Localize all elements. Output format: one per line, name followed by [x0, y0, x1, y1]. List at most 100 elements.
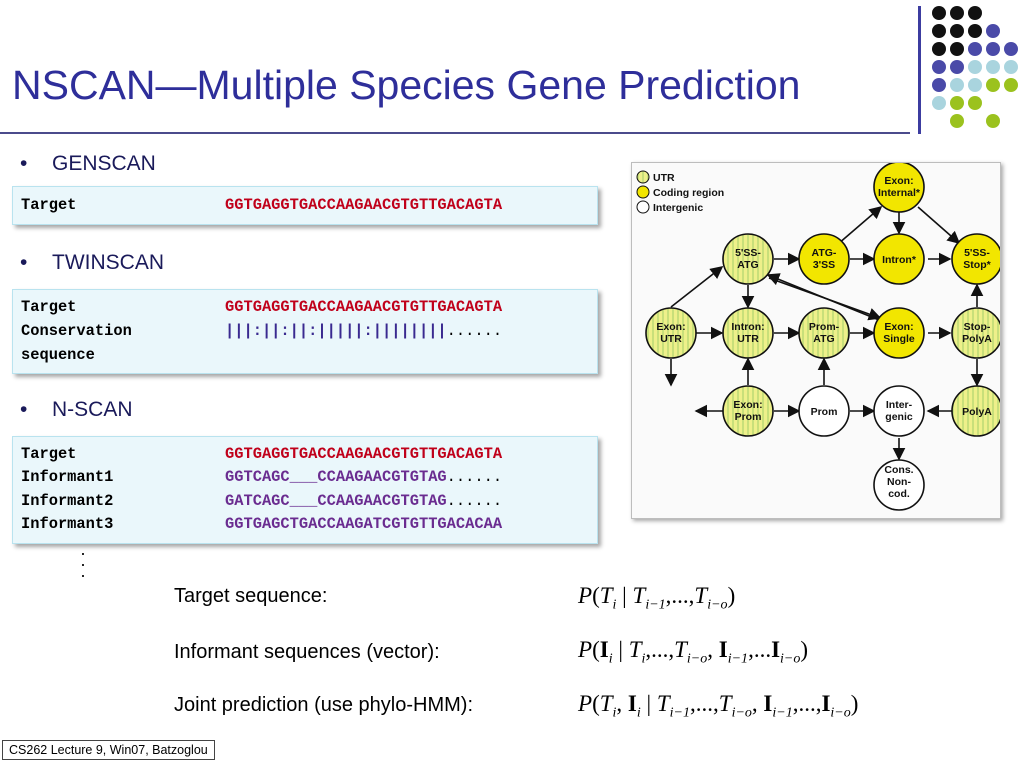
informant1-sequence: GGTCAGC___CCAAGAACGTGTAG...... — [225, 468, 502, 486]
equation-label: Informant sequences (vector): — [174, 641, 440, 663]
dot — [1004, 78, 1018, 92]
dot — [932, 60, 946, 74]
nscan-sequence-box: Target GGTGAGGTGACCAAGAACGTGTTGACAGTA In… — [12, 436, 598, 544]
state-exon-utr: Exon: UTR — [645, 307, 697, 359]
dot — [986, 24, 1000, 38]
node-label: Stop* — [963, 259, 991, 271]
node-label: Prom — [735, 411, 762, 423]
row-label: Target — [21, 196, 77, 214]
state-prom-atg: Prom- ATG — [798, 307, 850, 359]
equation-label: Target sequence: — [174, 585, 328, 607]
node-label: Prom- — [809, 321, 840, 333]
dot — [968, 96, 982, 110]
state-intergenic: Inter- genic — [873, 385, 925, 437]
page-title: NSCAN—Multiple Species Gene Prediction — [12, 62, 801, 108]
node-label: Intron* — [882, 254, 917, 266]
sequence-tail: ...... — [446, 322, 503, 340]
bullet-nscan: •N-SCAN — [20, 398, 133, 421]
state-diagram-svg: UTR Coding region Intergenic Exon: Inter… — [636, 161, 1003, 511]
node-label: Exon: — [656, 321, 685, 333]
legend: UTR Coding region Intergenic — [636, 170, 724, 214]
node-label: cod. — [888, 488, 910, 500]
node-label: 5'SS- — [964, 247, 990, 259]
dot — [986, 60, 1000, 74]
legend-utr: UTR — [653, 172, 675, 184]
informant3-sequence: GGTGAGCTGACCAAGATCGTGTTGACACAA — [225, 515, 503, 533]
node-label: ATG — [737, 259, 758, 271]
node-label: Exon: — [733, 399, 762, 411]
sequence-tail: ...... — [446, 492, 503, 510]
bullet-label: TWINSCAN — [52, 251, 164, 274]
dot — [932, 6, 946, 20]
informant2-sequence: GATCAGC___CCAAGAACGTGTAG...... — [225, 492, 502, 510]
informant-seq: GATCAGC___CCAAGAACGTGTAG — [225, 492, 447, 510]
dot — [932, 78, 946, 92]
dot — [986, 114, 1000, 128]
row-label: sequence — [21, 346, 95, 364]
state-intron-utr: Intron: UTR — [722, 307, 774, 359]
node-label: Internal* — [878, 187, 921, 199]
formula-joint: P(Ti, Ii | Ti−1,...,Ti−o, Ii−1,...,Ii−o) — [578, 691, 859, 721]
dot — [968, 42, 982, 56]
twinscan-sequence-box: Target GGTGAGGTGACCAAGAACGTGTTGACAGTA Co… — [12, 289, 598, 374]
node-label: Intron: — [731, 321, 764, 333]
row-label: Informant2 — [21, 492, 114, 510]
formula-informant: P(Ii | Ti,...,Ti−o, Ii−1,...Ii−o) — [578, 637, 809, 667]
state-stop-polya: Stop- PolyA — [951, 307, 1003, 359]
node-label: Non- — [887, 476, 911, 488]
node-label: Single — [883, 333, 915, 345]
continuation-dots: ··· — [80, 543, 86, 585]
dot — [986, 78, 1000, 92]
row-label: Informant3 — [21, 515, 114, 533]
node-label: Cons. — [884, 464, 913, 476]
node-label: UTR — [660, 333, 682, 345]
dot — [932, 24, 946, 38]
node-label: Exon: — [884, 175, 913, 187]
node-label: 5'SS- — [735, 247, 761, 259]
informant-seq: GGTCAGC___CCAAGAACGTGTAG — [225, 468, 447, 486]
state-exon-single: Exon: Single — [873, 307, 925, 359]
dot — [968, 24, 982, 38]
node-label: 3'SS — [813, 259, 835, 271]
dot — [950, 60, 964, 74]
node-label: Inter- — [886, 399, 913, 411]
title-divider — [0, 132, 910, 134]
node-label: genic — [885, 411, 913, 423]
node-label: UTR — [737, 333, 759, 345]
dot — [950, 78, 964, 92]
state-prom: Prom — [798, 385, 850, 437]
conservation-sequence: |||:||:||:|||||:||||||||...... — [225, 322, 502, 340]
state-exon-internal: Exon: Internal* — [873, 161, 925, 213]
row-label: Conservation — [21, 322, 132, 340]
state-polya: PolyA — [951, 385, 1003, 437]
dot — [968, 78, 982, 92]
row-label: Target — [21, 445, 77, 463]
dot — [950, 6, 964, 20]
bullet-label: GENSCAN — [52, 152, 156, 175]
dot — [1004, 42, 1018, 56]
legend-coding-region: Coding region — [653, 187, 724, 199]
node-label: ATG- — [812, 247, 837, 259]
target-sequence: GGTGAGGTGACCAAGAACGTGTTGACAGTA — [225, 196, 503, 214]
state-intron: Intron* — [873, 233, 925, 285]
dot — [932, 42, 946, 56]
bullet-twinscan: •TWINSCAN — [20, 251, 164, 274]
footer-citation: CS262 Lecture 9, Win07, Batzoglou — [2, 740, 215, 760]
dot — [986, 42, 1000, 56]
nscan-state-diagram: UTR Coding region Intergenic Exon: Inter… — [631, 161, 1003, 519]
vertical-accent-line — [918, 6, 921, 134]
state-atg-3ss: ATG- 3'SS — [798, 233, 850, 285]
genscan-sequence-box: Target GGTGAGGTGACCAAGAACGTGTTGACAGTA — [12, 186, 598, 225]
node-label: Exon: — [884, 321, 913, 333]
equation-label: Joint prediction (use phylo-HMM): — [174, 694, 473, 716]
node-label: PolyA — [962, 333, 992, 345]
dot — [1004, 60, 1018, 74]
node-label: Prom — [811, 406, 838, 418]
legend-intergenic: Intergenic — [653, 202, 703, 214]
bullet-label: N-SCAN — [52, 398, 133, 421]
dot — [950, 114, 964, 128]
bullet-genscan: •GENSCAN — [20, 152, 156, 175]
node-label: ATG — [813, 333, 834, 345]
conservation-marks: |||:||:||:|||||:|||||||| — [225, 322, 447, 340]
dot — [968, 6, 982, 20]
